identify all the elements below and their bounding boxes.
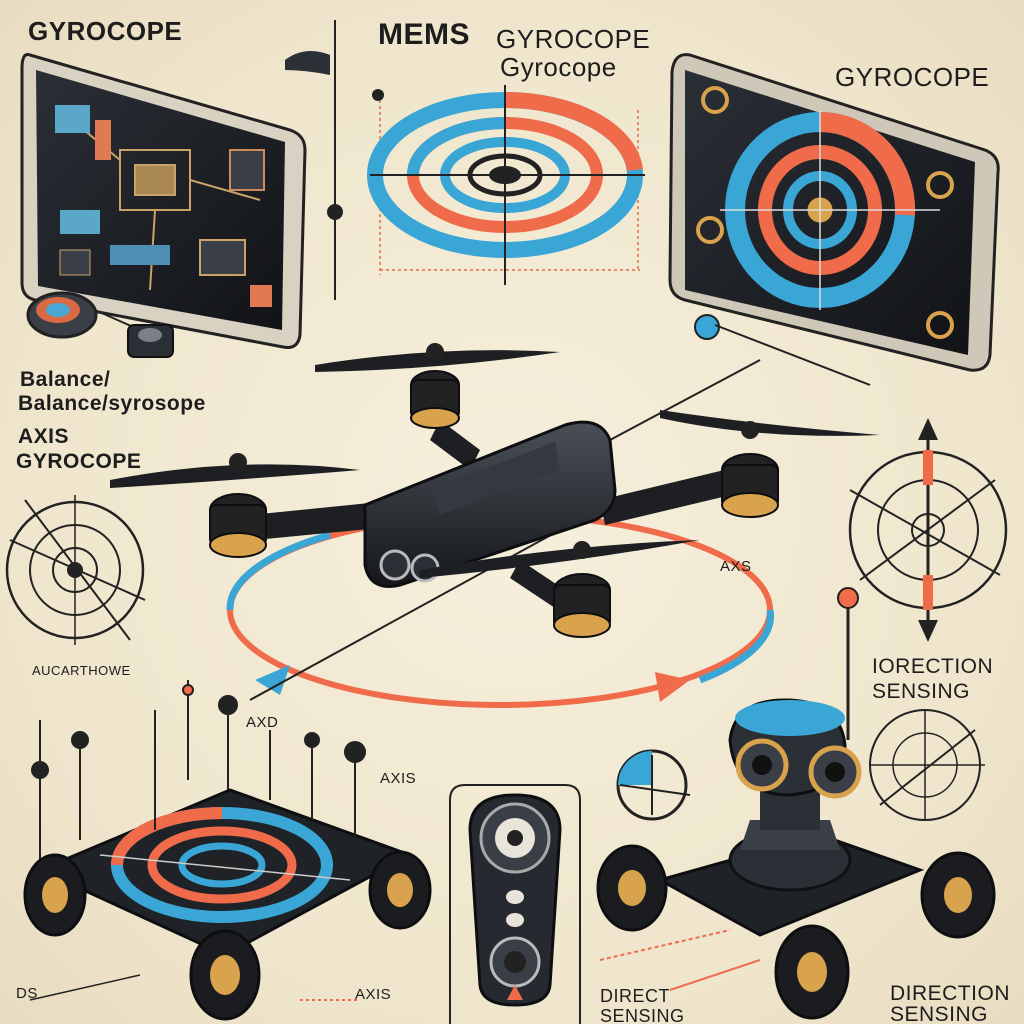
phone-target-illustration — [668, 53, 1000, 372]
label-balance-1: Balance/ — [20, 368, 111, 391]
axis-radar-left — [5, 495, 146, 645]
label-accelerometer: AUCARTHOWE — [32, 663, 131, 678]
label-sensing-bottom-right: SENSING — [890, 1003, 989, 1024]
label-axis-left: AXIS — [380, 770, 417, 787]
drone-illustration — [110, 343, 880, 708]
label-axis-center: AXS — [720, 558, 752, 575]
label-axis-gyrocope: GYROCOPE — [16, 450, 142, 473]
label-gyrocope-title: GYROCOPE — [496, 24, 651, 54]
label-axis-bottom: AXIS — [355, 986, 392, 1003]
label-direction-bottom-right: DIRECTION — [890, 982, 1010, 1005]
label-direction-sensing-1: IORECTION — [872, 655, 994, 678]
label-direct-bottom: DIRECT — [600, 986, 670, 1006]
phone-circuit-illustration — [20, 53, 307, 349]
label-gyrocope-top-right: GYROCOPE — [835, 62, 990, 92]
mini-gyro-widget — [26, 291, 174, 358]
axis-radar-right — [848, 418, 1008, 642]
label-mems: MEMS — [378, 18, 470, 51]
label-axd: AXD — [246, 714, 279, 731]
gyro-platform-illustration — [23, 680, 432, 1021]
controller-illustration — [449, 784, 581, 1024]
label-sensing-bottom: SENSING — [600, 1006, 685, 1024]
label-balance-2: Balance/syrosope — [18, 392, 206, 415]
tilt-marker — [694, 314, 871, 386]
label-axis: AXIS — [18, 425, 70, 448]
label-direction-sensing-2: SENSING — [872, 680, 971, 703]
label-gyrocope-top-left: GYROCOPE — [28, 16, 183, 46]
label-ds-bottom: DS — [16, 985, 38, 1002]
label-gyrocope-title-2: Gyrocope — [500, 52, 617, 82]
robot-car-illustration — [596, 587, 996, 1020]
pendulum-marker — [285, 20, 343, 300]
mems-target-diagram — [367, 85, 645, 285]
